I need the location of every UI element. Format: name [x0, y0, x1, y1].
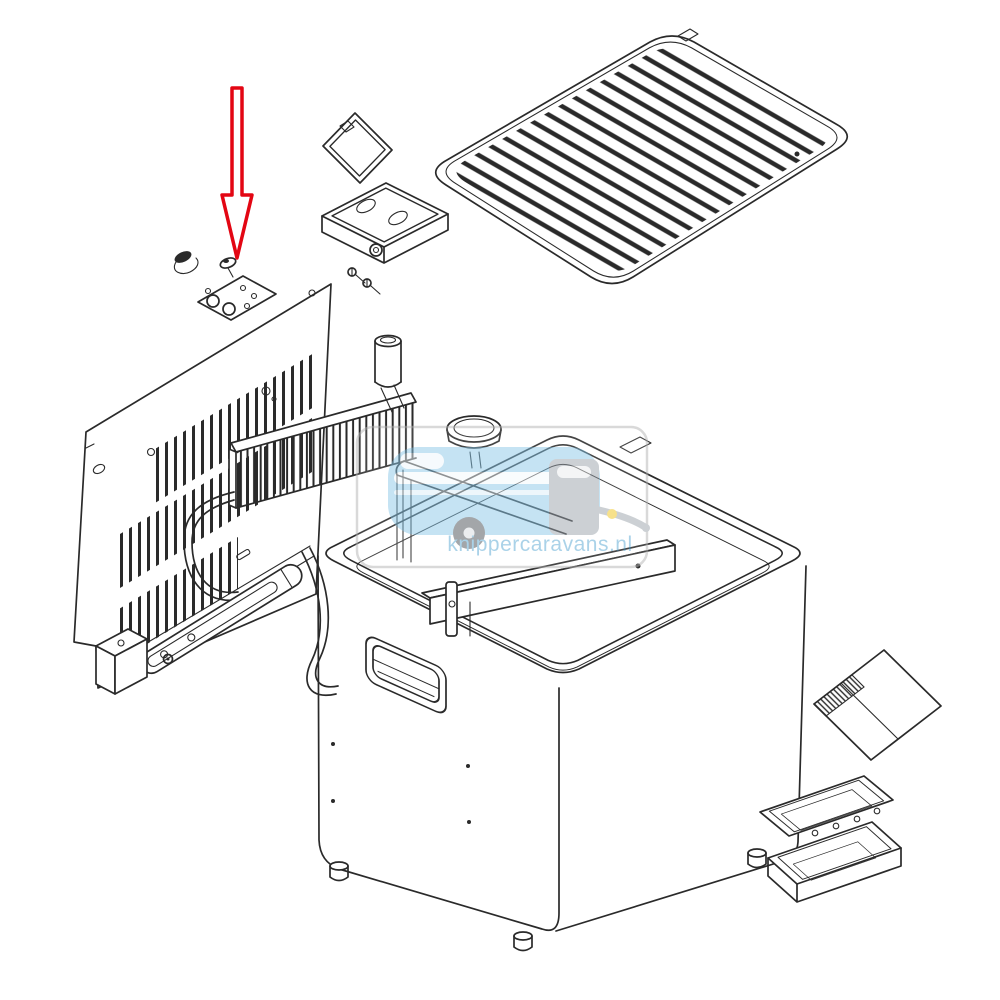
igniter-electrode [173, 251, 199, 275]
watermark-text: knippercaravans.nl [447, 533, 632, 556]
flue-tube [374, 334, 405, 413]
wiring-card [813, 649, 942, 761]
watermark: knippercaravans.nl [355, 425, 650, 569]
drip-tray-lower [767, 821, 902, 903]
burner-tray [321, 182, 449, 264]
drip-tray-upper [759, 775, 894, 837]
foot [747, 848, 767, 869]
small-lid [322, 112, 393, 184]
boiler-cap [446, 415, 502, 469]
carry-handle [365, 636, 447, 714]
top-grill [434, 28, 849, 285]
highlight-arrow [220, 86, 254, 260]
burner-assembly [95, 545, 315, 695]
foot [513, 931, 533, 952]
burner-bracket [95, 628, 148, 695]
condenser-fins [183, 392, 417, 602]
caravan-marker-light [607, 509, 617, 519]
fixing-screws [347, 267, 381, 295]
thermocouple [219, 257, 237, 278]
feet [329, 848, 767, 952]
foot [329, 861, 349, 882]
pipe-loop [301, 547, 339, 697]
ignition-board [197, 275, 277, 321]
caravan-icon [388, 447, 650, 549]
arrow-down-icon [220, 86, 254, 260]
interior-evaporator [396, 469, 676, 637]
